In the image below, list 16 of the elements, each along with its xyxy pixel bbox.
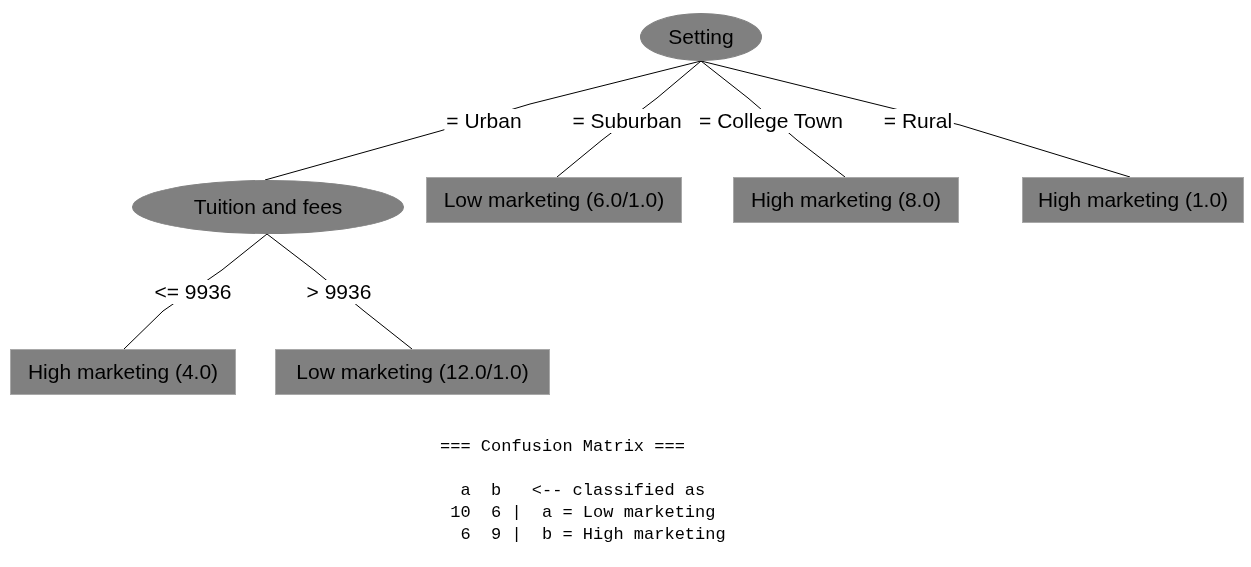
edge-label: > 9936 — [304, 280, 374, 304]
matrix-text: a b <-- classified as — [459, 480, 707, 502]
edge-label: = College Town — [697, 109, 845, 133]
leaf-box: High marketing (8.0) — [733, 177, 959, 223]
matrix-text: 10 6 | a = Low marketing — [449, 502, 717, 524]
edge-label: <= 9936 — [152, 280, 234, 304]
leaf-box: High marketing (4.0) — [10, 349, 236, 395]
leaf-box: High marketing (1.0) — [1022, 177, 1244, 223]
matrix-text: 6 9 | b = High marketing — [459, 524, 726, 546]
leaf-box: Low marketing (6.0/1.0) — [426, 177, 682, 223]
edge-label: = Urban — [444, 109, 524, 133]
edge-label: = Suburban — [570, 109, 684, 133]
matrix-text: === Confusion Matrix === — [440, 436, 686, 458]
decision-ellipse: Setting — [640, 13, 762, 61]
leaf-box: Low marketing (12.0/1.0) — [275, 349, 550, 395]
decision-ellipse: Tuition and fees — [132, 180, 404, 234]
